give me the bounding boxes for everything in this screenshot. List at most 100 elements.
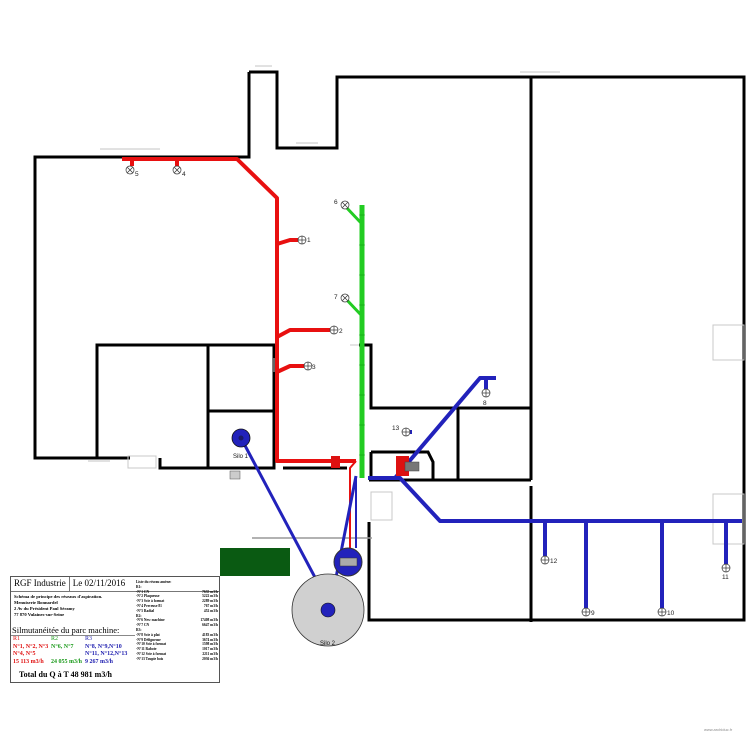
wall-office-block [95, 343, 276, 470]
flow-value: 17408 m3/h [200, 618, 218, 623]
flow-machine: -N°11 Rabote [136, 647, 157, 652]
outlet-11: 11 [721, 563, 731, 581]
flow-value: 2289 m3/h [202, 599, 218, 604]
flow-row: -N°3 Scie à format 2289 m3/h [136, 599, 218, 604]
svg-text:4: 4 [182, 171, 186, 178]
flow-value: 6647 m3/h [202, 623, 218, 628]
flow-row: -N°11 Rabote 1017 m3/h [136, 647, 218, 652]
building-walls [33, 70, 746, 622]
network-r2 [343, 204, 365, 478]
total-flow: Total du Q à T 48 981 m3/h [19, 670, 112, 679]
address-line: Menuiserie Bonnardel [14, 600, 58, 605]
flow-machine: -N°10 Scie à format [136, 642, 167, 647]
r1-main-duct [122, 157, 356, 463]
r1-branch-2 [276, 328, 330, 339]
small-tank [229, 470, 241, 480]
machine-room-equipment [396, 456, 420, 476]
silo-2-core [320, 602, 336, 618]
group-r3: R3 N°8, N°9,N°10 N°11, N°12,N°13 9 267 m… [85, 636, 127, 666]
document-date: Le 02/11/2016 [72, 578, 126, 588]
simultaneity-title: Silmutanéitée du parc machine: [12, 625, 120, 635]
flow-machine: -N°2 Plaqueuse [136, 594, 160, 599]
outlet-4: 4 [172, 165, 186, 178]
flow-machine: -N°12 Scie à format [136, 651, 167, 656]
outlet-7: 7 [334, 293, 350, 303]
silo-2: Silo 2 [291, 573, 365, 647]
outlet-13: 13 [392, 425, 411, 437]
outlet-5: 5 [125, 165, 139, 178]
svg-text:10: 10 [667, 610, 675, 617]
group-line: N°1, N°2, N°3 [13, 643, 49, 650]
filter-housing [404, 461, 420, 472]
door-4 [370, 491, 393, 521]
green-block [220, 548, 290, 576]
r3-lower-main [368, 476, 742, 523]
company-name: RGF Industrie [11, 577, 70, 591]
flow-value: 3674 m3/h [202, 637, 218, 642]
group-line [51, 651, 82, 659]
door-1 [127, 455, 157, 469]
dimension-labels [88, 65, 560, 462]
outlet-6: 6 [334, 199, 350, 210]
network-r1 [122, 157, 357, 556]
network-r3 [239, 376, 742, 609]
outlet-10: 10 [657, 607, 675, 617]
group-flow: 15 113 m3/h [13, 658, 44, 665]
fan-motor [339, 557, 358, 567]
svg-text:11: 11 [722, 574, 729, 581]
group-flow: 9 267 m3/h [85, 658, 114, 665]
wall-lower-room [367, 522, 535, 622]
divider [11, 635, 135, 636]
flow-value: 1017 m3/h [202, 647, 218, 652]
group-line: N°11, N°12,N°13 [85, 651, 128, 657]
svg-text:5: 5 [135, 171, 139, 178]
openings [127, 324, 745, 545]
flow-list-title: Liste du réseau amène: [136, 580, 172, 584]
group-line: N°8, N°9,N°10 [85, 643, 122, 650]
outlet-1: 1 [297, 235, 311, 245]
group-head: R2 [51, 636, 59, 642]
silo-1: Silo 1 [231, 428, 251, 460]
svg-text:9: 9 [591, 610, 595, 617]
address-line: 77 870 Vulaines-sur-Seine [14, 612, 65, 617]
svg-text:8: 8 [483, 400, 487, 407]
outlet-12: 12 [540, 555, 558, 565]
flow-machine: -N°13 Toupie bois [136, 656, 164, 661]
flow-machine: -N°9 Défigneuse [136, 637, 161, 642]
group-r2: R2 N°6, N°7 24 055 m3/h [51, 636, 82, 666]
r1-valve [331, 456, 340, 468]
address-line: 2 Av du Président Paul Séramy [14, 606, 75, 611]
svg-text:2: 2 [339, 328, 343, 335]
outlets: 5 4 1 2 3 6 7 8 [125, 165, 731, 617]
silo-1-label: Silo 1 [233, 454, 249, 460]
silo-1-core [238, 435, 244, 441]
group-head: R1 [13, 636, 21, 642]
flow-machine: -N°3 Scie à format [136, 599, 165, 604]
group-r1: R1 N°1, N°2, N°3 N°4, N°5 15 113 m3/h [13, 636, 48, 666]
svg-text:13: 13 [392, 425, 400, 432]
r1-branch-1 [276, 238, 298, 246]
watermark: www.archiduc.fr [704, 727, 733, 732]
r3-silo1-feed [239, 437, 329, 601]
fan-unit [333, 547, 363, 577]
title-block: RGF Industrie Le 02/11/2016 Schéma de pr… [10, 576, 220, 683]
project-address: Schéma de principe des réseaux d'aspirat… [14, 594, 126, 618]
outlet-2: 2 [329, 325, 343, 335]
title-block-header: RGF Industrie Le 02/11/2016 [11, 577, 219, 592]
group-line: N°4, N°5 [13, 651, 36, 657]
group-line: N°6, N°7 [51, 643, 74, 650]
r1-branch-3 [276, 364, 305, 374]
group-flow: 24 055 m3/h [51, 658, 83, 665]
